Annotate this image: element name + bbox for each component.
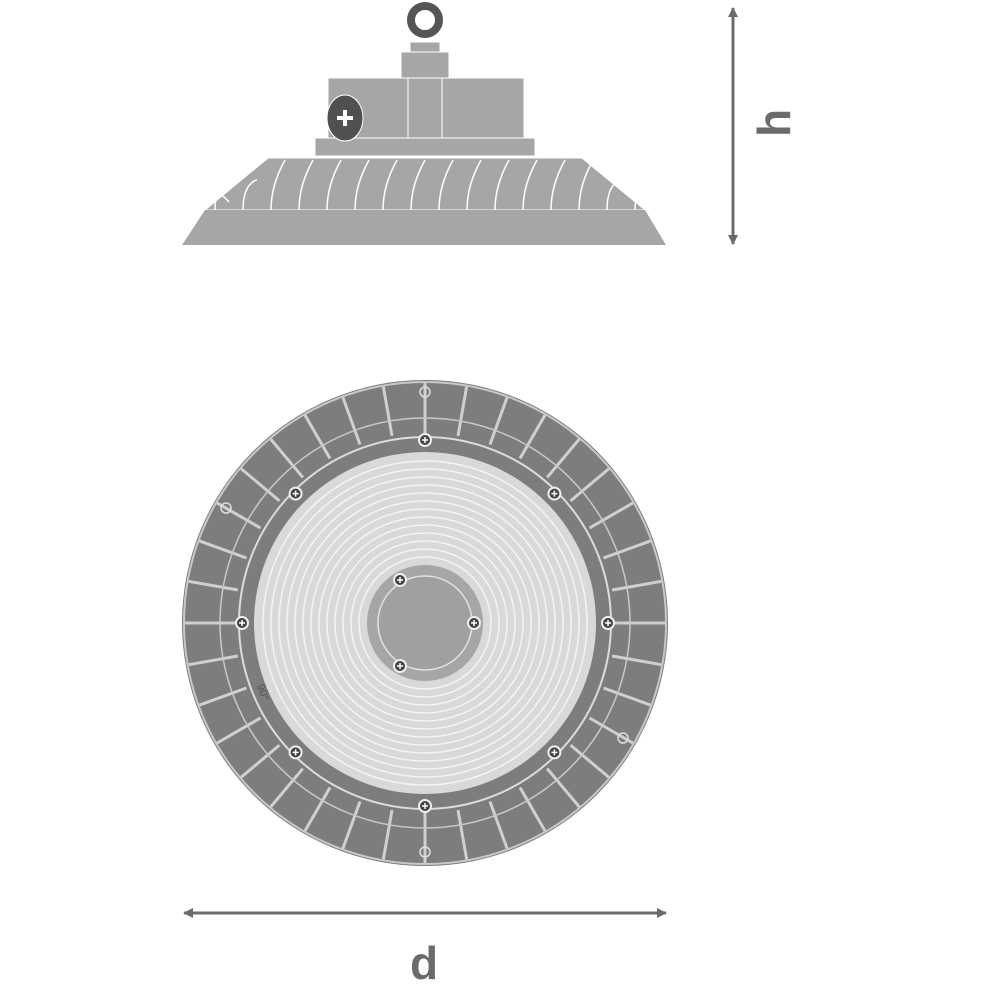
lens-ring: [262, 460, 588, 786]
ring-fin: [188, 579, 239, 592]
heatsink-fin: [242, 178, 258, 211]
ring-fin: [588, 716, 634, 745]
mounting-hole-icon: [617, 732, 629, 744]
ring-fin: [341, 396, 362, 445]
ring-fin: [216, 716, 262, 745]
heatsink-fin: [410, 159, 426, 211]
side-view: [182, 2, 666, 245]
lens-ring: [270, 468, 580, 778]
ring-fin: [518, 786, 547, 832]
ring-fin: [456, 386, 469, 437]
ring-fin: [240, 467, 281, 503]
ring-fin: [569, 467, 610, 503]
lens-ring: [294, 492, 556, 754]
screw-icon: [288, 486, 303, 501]
mounting-hole-icon: [220, 502, 232, 514]
lens-ring: [310, 508, 540, 738]
lens-ring: [326, 524, 524, 722]
ring-fin: [269, 767, 305, 808]
mounting-hole-icon: [419, 386, 431, 398]
heatsink-fin: [522, 159, 538, 211]
heatsink-fin: [578, 159, 594, 211]
heatsink-fin: [298, 159, 314, 211]
ring-fin: [303, 786, 332, 832]
ring-fin: [381, 386, 394, 437]
lens-ring: [334, 532, 516, 714]
mounting-hole-icon: [419, 846, 431, 858]
lens-ring: [302, 500, 548, 746]
ring-fin: [588, 501, 634, 530]
lens-ring: [318, 516, 532, 730]
lens-ring: [278, 476, 572, 770]
height-label: h: [748, 108, 801, 138]
lens-base: [182, 210, 666, 245]
ring-fin: [603, 539, 652, 560]
eyelet-ring-icon: [407, 2, 443, 38]
heatsink-fin: [606, 178, 622, 211]
diameter-label: d: [410, 937, 439, 989]
lens-ring: [358, 556, 492, 690]
heatsink-fin: [466, 159, 482, 211]
heatsink-fin: [550, 159, 566, 211]
ring-fin: [188, 654, 239, 667]
ring-fin: [198, 686, 247, 707]
angle-mark: 90°: [254, 683, 271, 703]
ring-fin: [611, 654, 662, 667]
lens-ring: [342, 540, 508, 706]
heatsink-fin: [438, 159, 454, 211]
screw-icon: [393, 573, 407, 587]
ring-fin: [198, 539, 247, 560]
ring-fin: [269, 438, 305, 479]
heatsink-fin: [214, 194, 230, 211]
heatsink-fin: [326, 159, 342, 211]
ring-fin: [603, 686, 652, 707]
lens-ring: [286, 484, 564, 762]
screw-icon: [467, 616, 481, 630]
ring-fin: [341, 801, 362, 850]
bottom-view: 90°: [182, 380, 668, 866]
heatsink-fin: [494, 159, 510, 211]
screw-icon: [418, 799, 432, 813]
heatsink-fin: [634, 194, 650, 211]
heatsink-fin: [354, 159, 370, 211]
ring-fin: [545, 767, 581, 808]
screw-icon: [601, 616, 615, 630]
ring-fin: [216, 501, 262, 530]
ring-fin: [569, 743, 610, 779]
ring-fin: [518, 414, 547, 460]
ring-fin: [303, 414, 332, 460]
heatsink-fin: [382, 159, 398, 211]
lens-ring: [350, 548, 500, 698]
screw-icon: [547, 486, 562, 501]
ring-fin: [488, 396, 509, 445]
screw-icon: [393, 659, 407, 673]
heatsink-fin: [270, 159, 286, 211]
ring-fin: [611, 579, 662, 592]
ring-fin: [240, 743, 281, 779]
screw-icon: [418, 433, 432, 447]
ring-fin: [488, 801, 509, 850]
screw-icon: [547, 745, 562, 760]
screw-icon: [235, 616, 249, 630]
ring-fin: [545, 438, 581, 479]
ring-fin: [381, 809, 394, 860]
screw-icon: [288, 745, 303, 760]
ring-fin: [456, 809, 469, 860]
